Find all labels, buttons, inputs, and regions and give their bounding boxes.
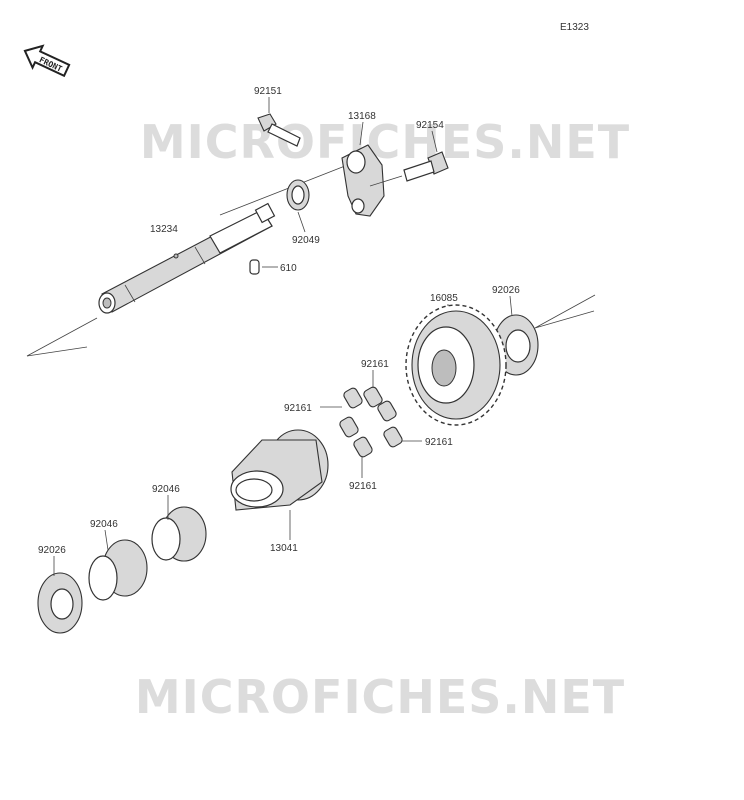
bolt-92154 [369,130,449,187]
label-92161-b: 92161 [284,403,312,414]
label-13234: 13234 [150,224,178,235]
rollers-92161 [320,370,422,478]
label-13041: 13041 [270,543,298,554]
front-arrow-icon: FRONT [23,44,71,78]
axis-lines-upper [26,165,346,357]
label-92161-d: 92161 [349,481,377,492]
label-92049: 92049 [292,235,320,246]
watermark-top: MICROFICHES.NET [140,115,630,169]
shaft-13234 [98,202,276,314]
watermark-bottom: MICROFICHES.NET [135,670,625,724]
label-92046-left: 92046 [90,519,118,530]
label-16085: 16085 [430,293,458,304]
label-92161-a: 92161 [361,359,389,370]
axis-lines-right [534,294,596,329]
label-92026-bottom: 92026 [38,545,66,556]
label-92026-top: 92026 [492,285,520,296]
bearing-92046-left [88,529,148,601]
clutch-13041 [230,429,329,540]
label-92046-right: 92046 [152,484,180,495]
seal-92049 [286,179,310,233]
label-92151: 92151 [254,86,282,97]
gear-16085 [405,303,507,426]
label-92154: 92154 [416,120,444,131]
bearing-92046-right [151,495,207,562]
lever-13168 [341,121,385,217]
pin-610 [249,259,278,275]
label-610: 610 [280,263,297,274]
label-92161-c: 92161 [425,437,453,448]
washer-92026-bottom [37,556,83,634]
bolt-92151 [257,97,301,147]
diagram-code: E1323 [560,22,589,33]
label-13168: 13168 [348,111,376,122]
